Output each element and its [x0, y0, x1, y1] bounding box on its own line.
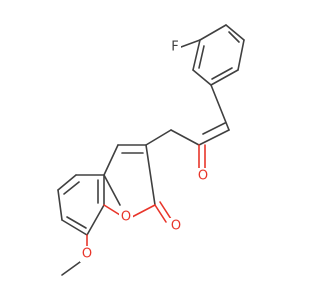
- bond-methyl: [61, 261, 81, 276]
- bond: [86, 204, 105, 236]
- bond: [210, 69, 239, 86]
- ketone-oxygen-label: O: [198, 169, 208, 184]
- bond: [103, 144, 119, 176]
- bond: [145, 129, 172, 146]
- bond-c-o-double: [159, 201, 172, 220]
- bond: [199, 24, 227, 41]
- bond: [210, 84, 230, 131]
- bond-c-o-ring: [103, 204, 121, 216]
- fluorophenyl-ring: [180, 24, 245, 86]
- fluorine-label: F: [171, 40, 178, 55]
- bond: [192, 69, 212, 86]
- bond: [103, 174, 121, 206]
- bond-double-inner: [202, 122, 226, 135]
- bond-inner: [66, 216, 87, 229]
- atom-label-ring-oxygen: O: [119, 209, 133, 225]
- coumarin-core: [57, 144, 172, 276]
- bond: [225, 24, 245, 41]
- bond: [237, 39, 245, 71]
- bond: [145, 144, 156, 206]
- bond: [192, 39, 201, 71]
- ring-oxygen-label: O: [121, 210, 131, 225]
- atom-label-methoxy-oxygen: O: [80, 246, 94, 262]
- bond: [61, 219, 88, 236]
- bond: [57, 174, 77, 191]
- enone-linker: [145, 84, 230, 176]
- bond-inner: [211, 67, 233, 80]
- methoxy-oxygen-label: O: [82, 247, 92, 262]
- bond-c-o-double: [154, 204, 167, 223]
- bond-c-o-ring: [131, 204, 156, 218]
- bond: [198, 129, 230, 146]
- bond-c-f: [180, 39, 201, 48]
- bond-inner: [228, 31, 240, 43]
- bond: [57, 189, 63, 221]
- bond-inner: [63, 181, 80, 195]
- atom-label-lactone-carbonyl-oxygen: O: [169, 218, 183, 234]
- bond: [170, 129, 200, 146]
- molecule-structure-diagram: F O O O O: [57, 24, 245, 276]
- bond-inner: [198, 45, 205, 69]
- atom-label-ketone-oxygen: O: [196, 168, 210, 184]
- lactone-carbonyl-oxygen-label: O: [171, 219, 181, 234]
- atom-label-fluorine: F: [169, 39, 181, 55]
